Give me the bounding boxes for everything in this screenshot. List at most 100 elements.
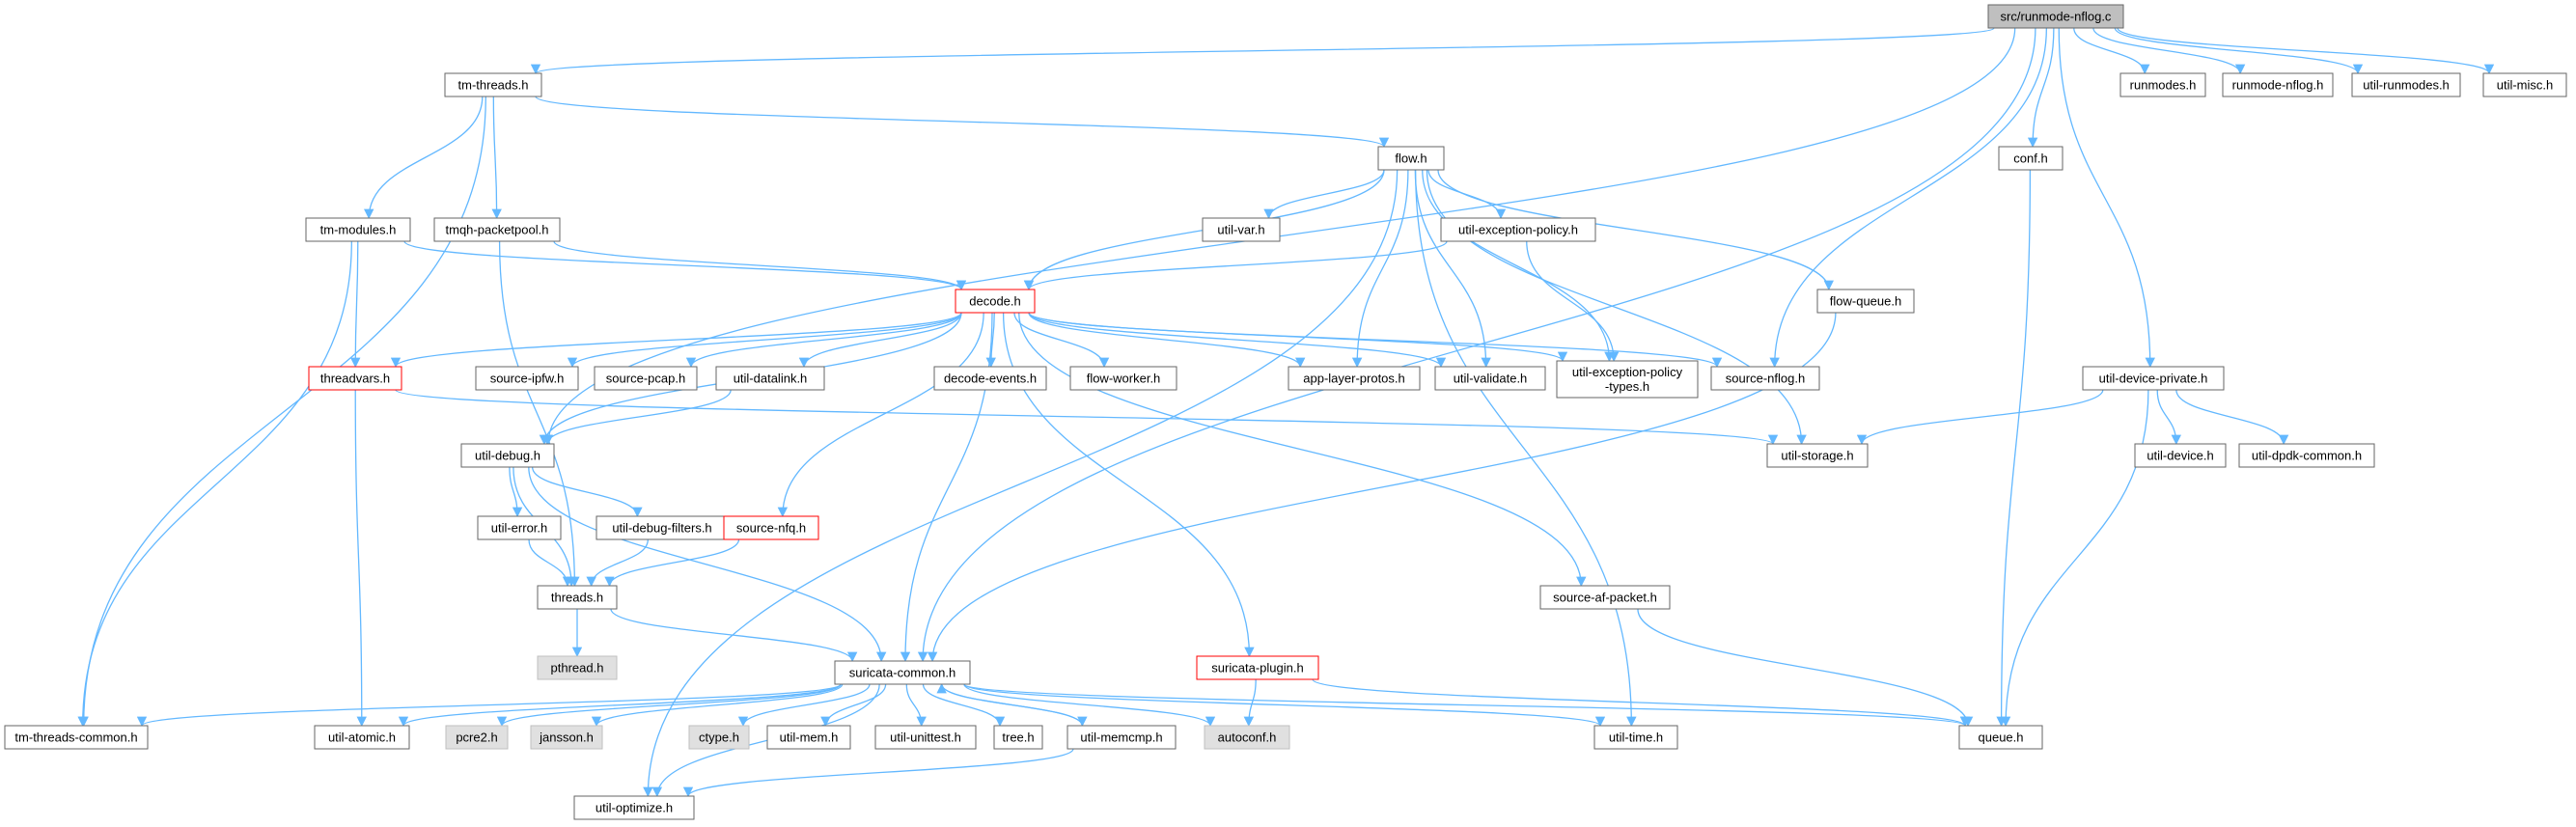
- edge-suricata-plugin-to-queue: [1312, 678, 1970, 728]
- edge-util-debug-to-util-debug-filters: [531, 466, 643, 518]
- node-flow-queue[interactable]: flow-queue.h: [1816, 289, 1915, 314]
- node-decode-events[interactable]: decode-events.h: [933, 366, 1047, 391]
- node-jansson[interactable]: jansson.h: [530, 725, 603, 750]
- edge-suricata-common-to-ctype: [737, 683, 871, 728]
- node-box-source-pcap: [594, 366, 698, 391]
- node-label-line-util-dpdk-common-0: util-dpdk-common.h: [2252, 449, 2362, 463]
- node-util-validate[interactable]: util-validate.h: [1434, 366, 1546, 391]
- node-util-device-private[interactable]: util-device-private.h: [2082, 366, 2225, 391]
- node-source-ipfw[interactable]: source-ipfw.h: [475, 366, 579, 391]
- edge-root-to-runmodes: [2073, 27, 2150, 75]
- node-box-util-atomic: [314, 725, 410, 750]
- edge-root-to-tm-threads: [531, 27, 1995, 75]
- node-label-pcre2: pcre2.h: [456, 731, 497, 745]
- node-label-line-source-af-packet-0: source-af-packet.h: [1553, 591, 1657, 605]
- node-tree[interactable]: tree.h: [993, 725, 1043, 750]
- node-source-pcap[interactable]: source-pcap.h: [594, 366, 698, 391]
- node-runmode-nflog[interactable]: runmode-nflog.h: [2222, 72, 2334, 97]
- node-pthread[interactable]: pthread.h: [537, 655, 618, 680]
- node-box-pthread: [537, 655, 618, 680]
- node-label-tm-threads-common: tm-threads-common.h: [14, 731, 137, 745]
- edge-suricata-common-to-util-atomic: [398, 683, 842, 728]
- node-util-time[interactable]: util-time.h: [1593, 725, 1678, 750]
- node-label-util-debug-filters: util-debug-filters.h: [612, 521, 711, 536]
- node-box-util-debug: [460, 443, 555, 468]
- node-decode[interactable]: decode.h: [955, 289, 1036, 314]
- node-threadvars[interactable]: threadvars.h: [308, 366, 402, 391]
- node-source-af-packet[interactable]: source-af-packet.h: [1539, 585, 1671, 610]
- node-tm-threads-common[interactable]: tm-threads-common.h: [4, 725, 149, 750]
- node-suricata-plugin[interactable]: suricata-plugin.h: [1196, 655, 1319, 680]
- node-source-nfq[interactable]: source-nfq.h: [723, 515, 819, 540]
- node-label-line-util-debug-0: util-debug.h: [475, 449, 540, 463]
- node-box-util-var: [1202, 217, 1281, 242]
- node-root[interactable]: src/runmode-nflog.c: [1987, 4, 2124, 29]
- edge-tm-threads-to-tm-threads-common: [78, 96, 486, 728]
- node-util-device[interactable]: util-device.h: [2134, 443, 2227, 468]
- node-box-util-validate: [1434, 366, 1546, 391]
- node-util-memcmp[interactable]: util-memcmp.h: [1066, 725, 1177, 750]
- node-label-line-suricata-common-0: suricata-common.h: [849, 666, 956, 680]
- edge-flow-to-app-layer-protos: [1351, 169, 1409, 369]
- node-util-unittest[interactable]: util-unittest.h: [874, 725, 977, 750]
- node-label-root: src/runmode-nflog.c: [2001, 10, 2112, 24]
- node-label-source-af-packet: source-af-packet.h: [1553, 591, 1657, 605]
- edge-util-debug-to-suricata-common: [528, 466, 887, 663]
- node-flow[interactable]: flow.h: [1377, 146, 1445, 171]
- node-label-source-nflog: source-nflog.h: [1726, 372, 1805, 386]
- node-util-storage[interactable]: util-storage.h: [1766, 443, 1869, 468]
- node-util-runmodes[interactable]: util-runmodes.h: [2351, 72, 2461, 97]
- node-flow-worker[interactable]: flow-worker.h: [1069, 366, 1177, 391]
- edge-tm-threads-to-tm-modules: [364, 96, 484, 220]
- node-label-line-jansson-0: jansson.h: [539, 731, 594, 745]
- node-label-line-tm-threads-0: tm-threads.h: [458, 78, 529, 93]
- node-util-atomic[interactable]: util-atomic.h: [314, 725, 410, 750]
- node-app-layer-protos[interactable]: app-layer-protos.h: [1288, 366, 1421, 391]
- node-autoconf[interactable]: autoconf.h: [1204, 725, 1290, 750]
- node-util-datalink[interactable]: util-datalink.h: [715, 366, 825, 391]
- node-threads[interactable]: threads.h: [537, 585, 618, 610]
- node-box-conf: [1998, 146, 2064, 171]
- node-tm-modules[interactable]: tm-modules.h: [305, 217, 411, 242]
- node-box-threads: [537, 585, 618, 610]
- node-label-source-nfq: source-nfq.h: [736, 521, 806, 536]
- node-util-debug[interactable]: util-debug.h: [460, 443, 555, 468]
- node-util-debug-filters[interactable]: util-debug-filters.h: [596, 515, 729, 540]
- edge-suricata-common-to-queue: [963, 683, 1970, 728]
- node-label-suricata-plugin: suricata-plugin.h: [1211, 661, 1303, 675]
- edge-util-device-private-to-util-dpdk-common: [2175, 389, 2289, 446]
- node-tm-threads[interactable]: tm-threads.h: [444, 72, 542, 97]
- node-util-error[interactable]: util-error.h: [477, 515, 562, 540]
- node-label-line-suricata-plugin-0: suricata-plugin.h: [1211, 661, 1303, 675]
- node-box-tm-threads-common: [4, 725, 149, 750]
- node-label-line-root-0: src/runmode-nflog.c: [2001, 10, 2112, 24]
- node-label-line-util-exception-policy-types-0: util-exception-policy: [1572, 365, 1683, 379]
- node-tmqh-packetpool[interactable]: tmqh-packetpool.h: [433, 217, 561, 242]
- node-label-util-storage: util-storage.h: [1781, 449, 1853, 463]
- node-util-misc[interactable]: util-misc.h: [2482, 72, 2567, 97]
- node-util-exception-policy[interactable]: util-exception-policy.h: [1440, 217, 1596, 242]
- node-pcre2[interactable]: pcre2.h: [445, 725, 509, 750]
- node-conf[interactable]: conf.h: [1998, 146, 2064, 171]
- node-ctype[interactable]: ctype.h: [688, 725, 750, 750]
- node-util-optimize[interactable]: util-optimize.h: [573, 795, 695, 820]
- node-util-mem[interactable]: util-mem.h: [766, 725, 851, 750]
- node-box-runmodes: [2119, 72, 2206, 97]
- edge-decode-to-suricata-plugin: [1002, 312, 1255, 658]
- node-util-var[interactable]: util-var.h: [1202, 217, 1281, 242]
- node-util-dpdk-common[interactable]: util-dpdk-common.h: [2238, 443, 2375, 468]
- node-queue[interactable]: queue.h: [1958, 725, 2043, 750]
- node-label-line-tmqh-packetpool-0: tmqh-packetpool.h: [446, 223, 549, 237]
- edge-decode-to-flow-worker: [1013, 312, 1110, 369]
- node-label-pthread: pthread.h: [551, 661, 604, 675]
- edge-util-exception-policy-to-util-exception-policy-types: [1526, 240, 1620, 363]
- node-suricata-common[interactable]: suricata-common.h: [834, 660, 971, 685]
- node-runmodes[interactable]: runmodes.h: [2119, 72, 2206, 97]
- edge-flow-to-util-var: [1263, 169, 1385, 220]
- node-label-line-threads-0: threads.h: [551, 591, 603, 605]
- node-source-nflog[interactable]: source-nflog.h: [1710, 366, 1820, 391]
- node-label-line-util-memcmp-0: util-memcmp.h: [1080, 731, 1162, 745]
- node-label-source-ipfw: source-ipfw.h: [490, 372, 565, 386]
- node-util-exception-policy-types[interactable]: util-exception-policy-types.h: [1556, 360, 1699, 399]
